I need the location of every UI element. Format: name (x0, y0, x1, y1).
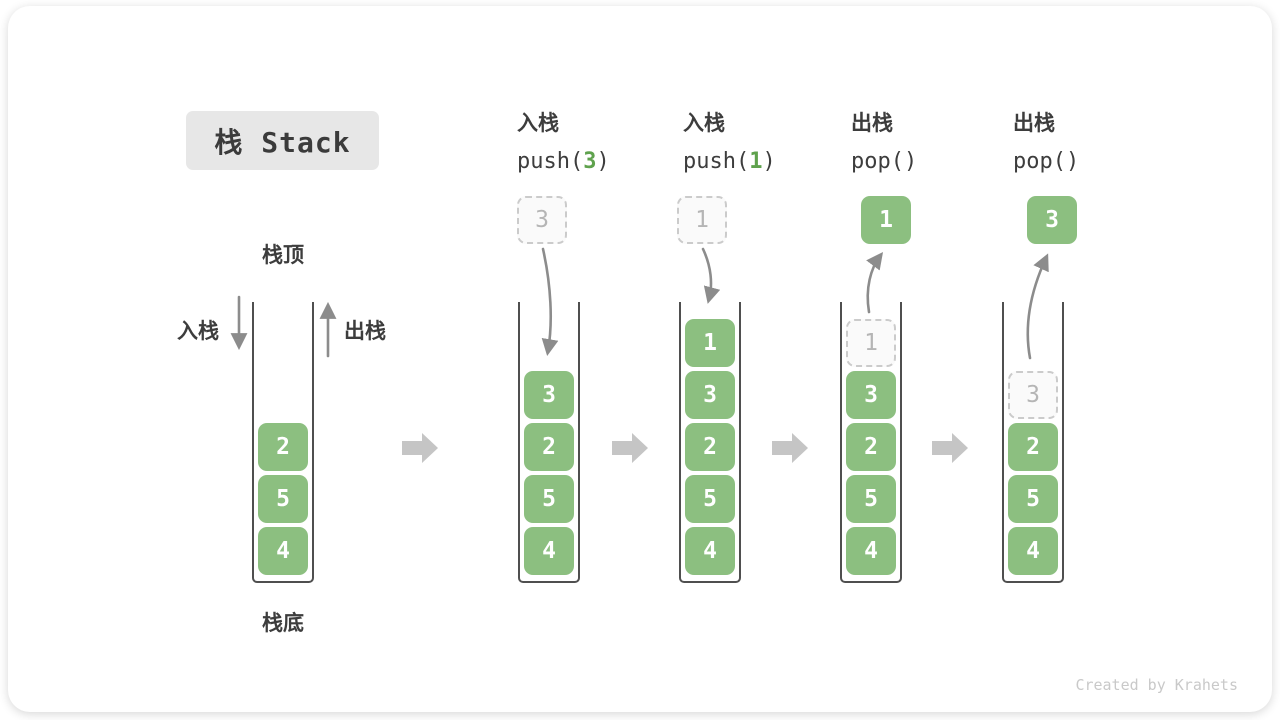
step-1-op-label: 入栈 (517, 112, 559, 135)
step-2-call-arg: 1 (749, 149, 763, 174)
step-2-op-label: 入栈 (683, 112, 725, 135)
step-4-call: pop() (1013, 149, 1079, 174)
step-2-call-suffix: ) (762, 149, 776, 174)
step-4-header: 出栈 pop() (1013, 107, 1079, 174)
stack-cell: 5 (685, 475, 735, 523)
stack-container-step-4 (1002, 302, 1064, 583)
step-4-call-suffix: ) (1065, 149, 1080, 174)
stack-container-step-2 (679, 302, 741, 583)
stack-cell: 3 (524, 371, 574, 419)
stack-cell: 5 (258, 475, 308, 523)
diagram-title-box: 栈 Stack (186, 111, 379, 170)
floating-element-popped-3: 3 (1027, 196, 1077, 244)
step-1-call-suffix: ) (596, 149, 610, 174)
step-2-call-prefix: push( (683, 149, 750, 174)
stack-cell: 5 (1008, 475, 1058, 523)
stack-cell: 3 (685, 371, 735, 419)
stack-cell-ghost: 1 (846, 319, 896, 367)
step-1-call: push(3) (517, 149, 610, 174)
step-3-call-suffix: ) (903, 149, 918, 174)
stack-cell: 2 (846, 423, 896, 471)
stack-cell: 2 (1008, 423, 1058, 471)
stack-cell: 4 (846, 527, 896, 575)
step-4-call-prefix: pop( (1013, 149, 1066, 174)
stack-bottom-label: 栈底 (262, 612, 304, 635)
step-3-header: 出栈 pop() (851, 107, 917, 174)
step-3-op-label: 出栈 (851, 112, 893, 135)
push-direction-label: 入栈 (177, 320, 219, 343)
stack-cell: 2 (258, 423, 308, 471)
step-1-header: 入栈 push(3) (517, 107, 610, 174)
floating-element-push-1: 1 (677, 196, 727, 244)
pop-direction-label: 出栈 (344, 320, 386, 343)
stack-cell-ghost: 3 (1008, 371, 1058, 419)
credit-text: Created by Krahets (1075, 676, 1238, 694)
stack-cell: 4 (258, 527, 308, 575)
floating-element-push-3: 3 (517, 196, 567, 244)
stack-container-initial (252, 302, 314, 583)
floating-element-popped-1: 1 (861, 196, 911, 244)
stack-cell: 3 (846, 371, 896, 419)
stack-cell: 2 (685, 423, 735, 471)
step-4-op-label: 出栈 (1013, 112, 1055, 135)
stack-top-label: 栈顶 (262, 244, 304, 267)
diagram-title: 栈 Stack (214, 125, 351, 159)
step-2-header: 入栈 push(1) (683, 107, 776, 174)
stack-cell: 5 (846, 475, 896, 523)
step-3-call: pop() (851, 149, 917, 174)
stack-container-step-3 (840, 302, 902, 583)
step-3-call-prefix: pop( (851, 149, 904, 174)
stack-cell: 5 (524, 475, 574, 523)
stack-cell: 4 (685, 527, 735, 575)
step-1-call-arg: 3 (583, 149, 597, 174)
step-1-call-prefix: push( (517, 149, 584, 174)
step-2-call: push(1) (683, 149, 776, 174)
stack-container-step-1 (518, 302, 580, 583)
stack-cell: 4 (1008, 527, 1058, 575)
stack-cell: 4 (524, 527, 574, 575)
stack-cell: 1 (685, 319, 735, 367)
stack-cell: 2 (524, 423, 574, 471)
